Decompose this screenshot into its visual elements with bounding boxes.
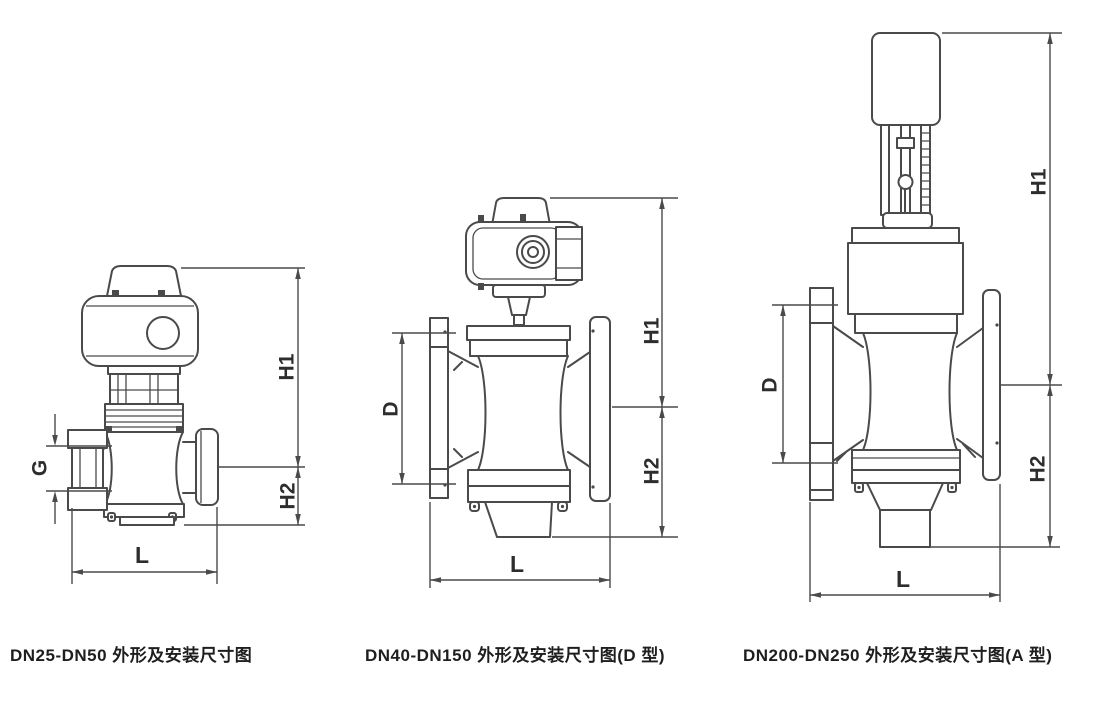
- valve1-dimensions: H1 H2 G L: [29, 267, 305, 584]
- dim-label-h1: H1: [1028, 168, 1051, 195]
- dim-label-d: D: [759, 377, 782, 392]
- valve-drawing-dn25-dn50: H1 H2 G L: [29, 265, 305, 584]
- valve2-dimensions: D H1 H2 L: [380, 197, 678, 588]
- outlet-cap: [195, 428, 219, 506]
- valve-drawing-dn200-dn250: D H1 H2 L: [759, 32, 1062, 602]
- dim-label-d: D: [380, 401, 403, 416]
- valve1-actuator: [81, 265, 199, 372]
- dim-label-l: L: [135, 542, 149, 568]
- right-flange: [982, 289, 1001, 481]
- dim-label-h1: H1: [641, 317, 664, 344]
- dim-label-l: L: [896, 566, 910, 592]
- right-flange: [589, 316, 611, 502]
- valve3-body: [809, 227, 1001, 548]
- valve1-body: [98, 428, 219, 526]
- valve3-actuator: [871, 32, 941, 229]
- actuator-port-circle: [146, 316, 180, 350]
- figure-caption-dn40-dn150: DN40-DN150 外形及安装尺寸图(D 型): [365, 646, 666, 665]
- valve2-actuator: [465, 197, 583, 326]
- dim-label-h1: H1: [276, 353, 299, 380]
- dim-label-h2: H2: [1027, 456, 1050, 483]
- valve3-dimensions: D H1 H2 L: [759, 32, 1062, 602]
- figure-caption-dn200-dn250: DN200-DN250 外形及安装尺寸图(A 型): [743, 646, 1053, 665]
- valve2-body: [429, 316, 611, 538]
- dim-label-l: L: [510, 551, 524, 577]
- stem-connector-circle: [897, 174, 914, 190]
- valve1-bonnet: [104, 365, 184, 433]
- figure-caption-dn25-dn50: DN25-DN50 外形及安装尺寸图: [10, 646, 253, 665]
- dim-label-g: G: [29, 460, 52, 476]
- valve1-threaded-connection: [67, 429, 108, 511]
- valve-drawing-dn40-dn150: D H1 H2 L: [380, 197, 678, 588]
- dim-label-h2: H2: [277, 483, 300, 510]
- dim-label-h2: H2: [641, 458, 664, 485]
